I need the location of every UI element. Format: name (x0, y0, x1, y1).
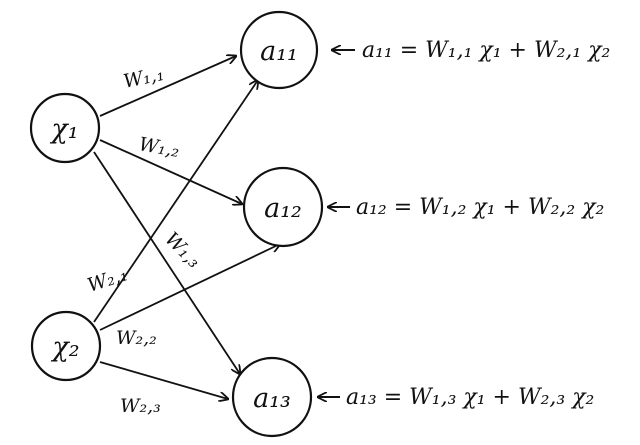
node-x1-label: χ₁ (49, 114, 78, 145)
edge-x1-a12 (99, 139, 242, 204)
equation-a12: a₁₂ = W₁,₂ χ₁ + W₂,₂ χ₂ (328, 195, 604, 220)
equation-text-a13: a₁₃ = W₁,₃ χ₁ + W₂,₃ χ₂ (346, 385, 594, 410)
equation-a13: a₁₃ = W₁,₃ χ₁ + W₂,₃ χ₂ (318, 385, 594, 410)
equation-a11: a₁₁ = W₁,₁ χ₁ + W₂,₁ χ₂ (332, 38, 610, 63)
node-x2: χ₂ (30, 310, 102, 382)
equation-text-a11: a₁₁ = W₁,₁ χ₁ + W₂,₁ χ₂ (362, 38, 610, 63)
weight-label-w23: W₂,₃ (120, 395, 161, 417)
node-a12: a₁₂ (242, 166, 324, 248)
node-x1: χ₁ (29, 92, 101, 164)
edge-x2-a13 (99, 361, 228, 399)
node-a13-label: a₁₃ (253, 383, 291, 414)
weight-label-w12: W₁,₂ (137, 133, 181, 162)
node-a11-label: a₁₁ (260, 36, 298, 67)
edge-x1-a13 (93, 151, 240, 374)
weight-label-w13: W₁,₃ (160, 228, 204, 272)
equation-text-a12: a₁₂ = W₁,₂ χ₁ + W₂,₂ χ₂ (356, 195, 604, 220)
node-a11: a₁₁ (239, 10, 319, 90)
edge-x2-a11 (93, 80, 258, 323)
node-x2-label: χ₂ (50, 332, 79, 363)
node-a12-label: a₁₂ (264, 193, 302, 224)
node-a13: a₁₃ (231, 356, 313, 438)
weight-label-w22: W₂,₂ (116, 327, 157, 349)
weight-label-w21: W₂,₁ (85, 263, 131, 297)
edge-x2-a12 (99, 244, 280, 331)
weight-label-w11: W₁,₁ (121, 63, 165, 93)
edge-x1-a11 (99, 56, 236, 117)
